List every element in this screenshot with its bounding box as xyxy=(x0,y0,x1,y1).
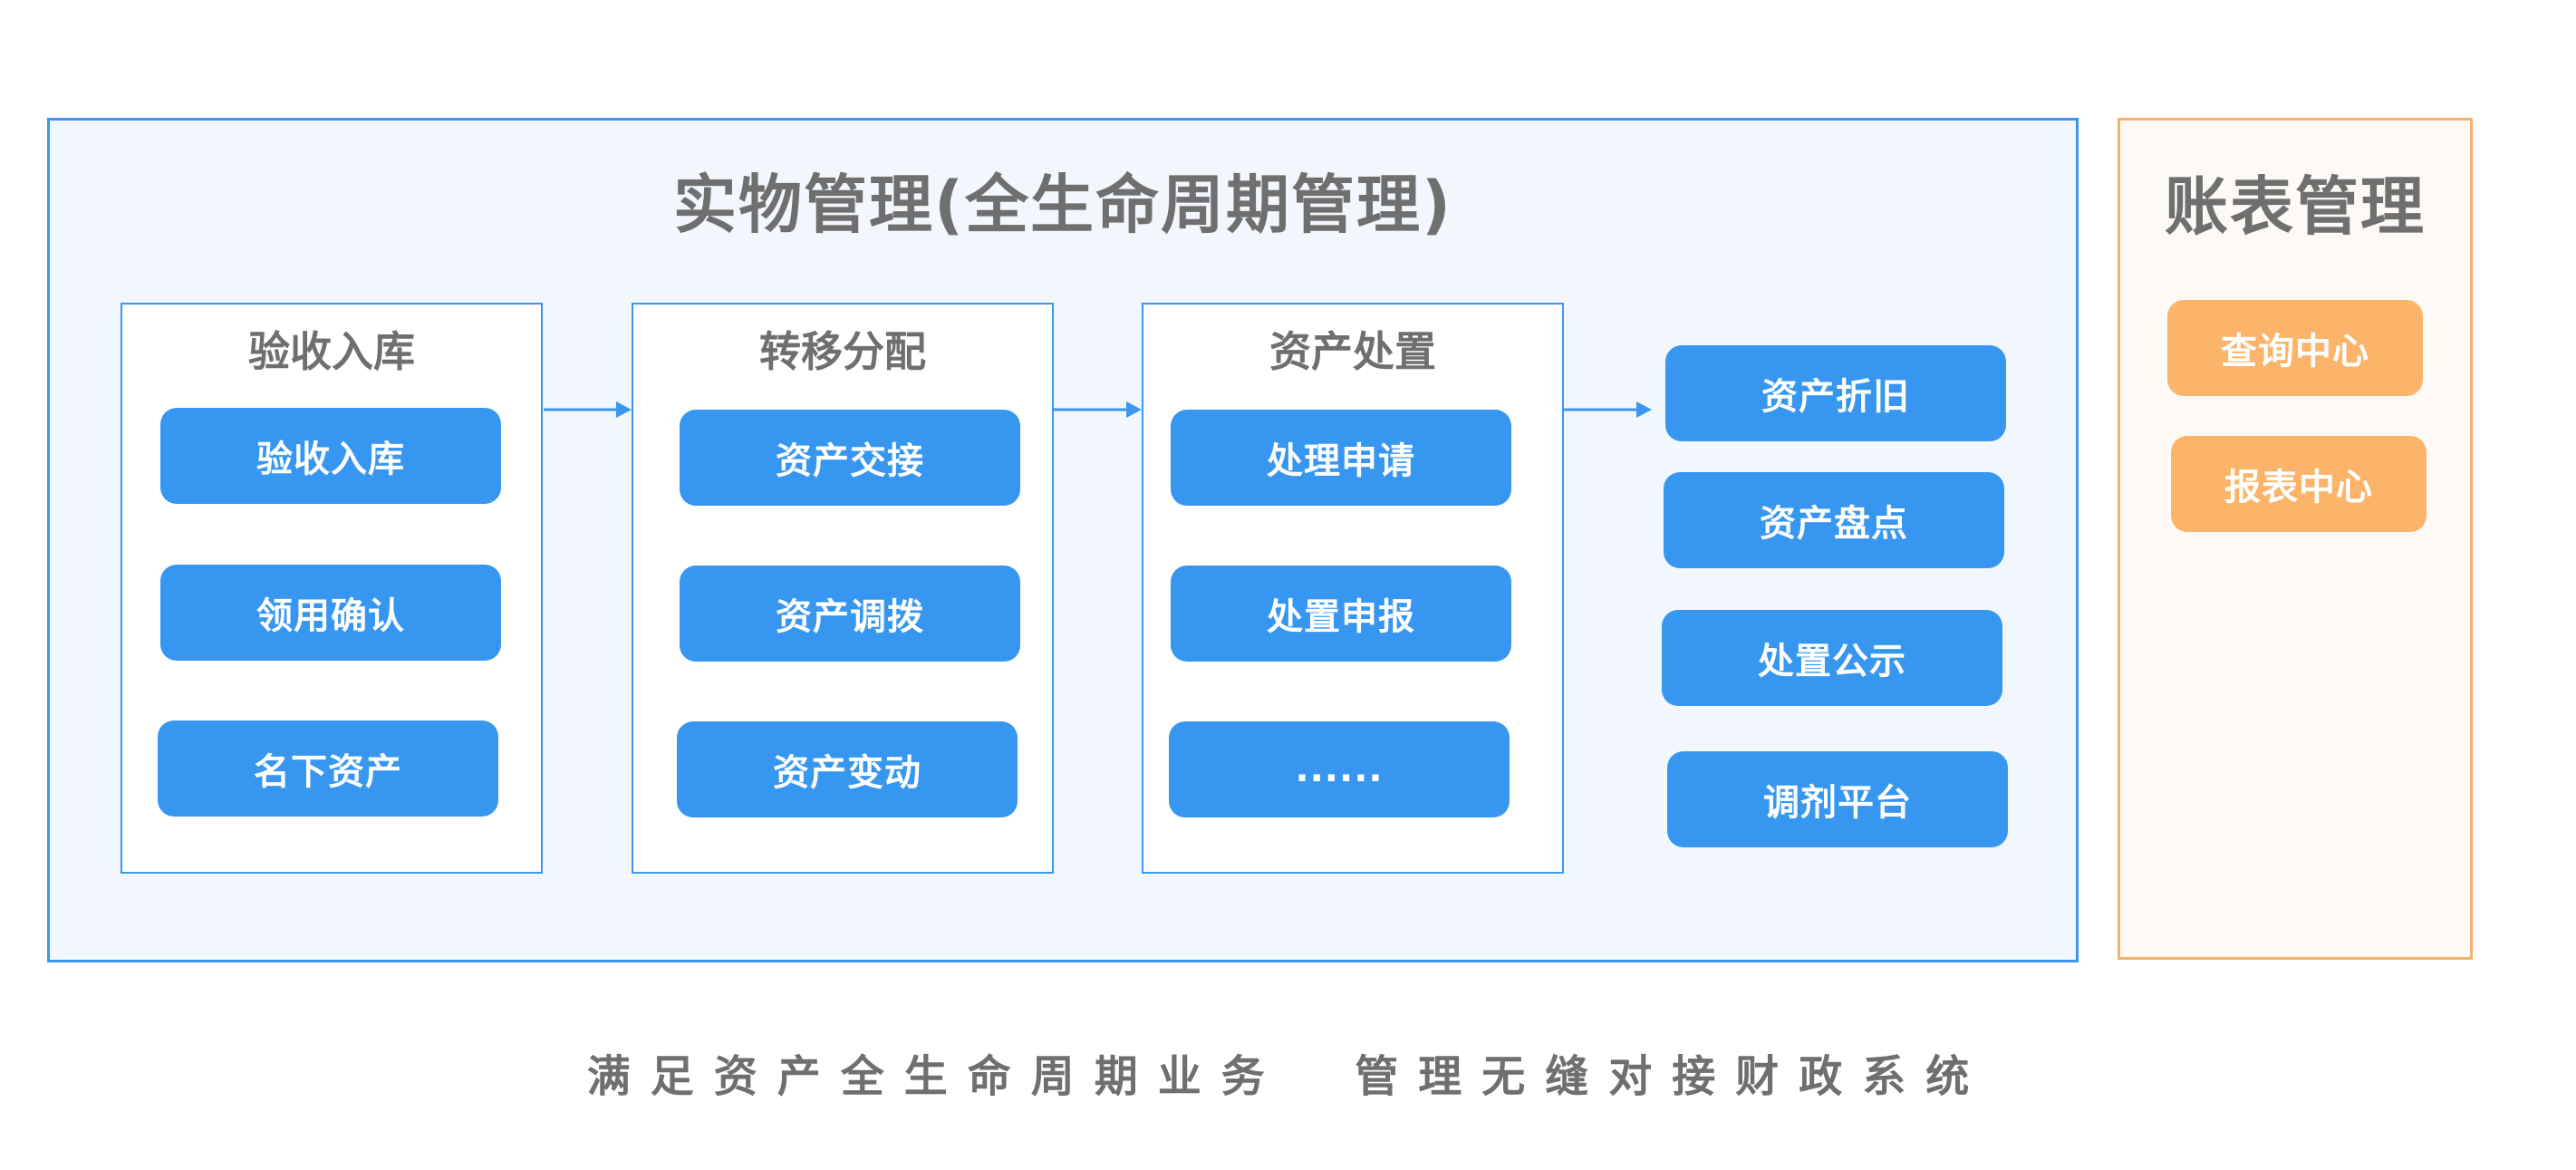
requisition-confirm-button[interactable]: 领用确认 xyxy=(160,565,501,661)
acceptance-storage-button[interactable]: 验收入库 xyxy=(160,408,501,504)
asset-change-button[interactable]: 资产变动 xyxy=(677,721,1018,817)
ledger-management-title: 账表管理 xyxy=(2165,169,2426,244)
asset-allocation-button[interactable]: 资产调拨 xyxy=(680,566,1020,662)
disposal-application-button[interactable]: 处理申请 xyxy=(1171,410,1511,506)
asset-handover-button[interactable]: 资产交接 xyxy=(680,410,1020,506)
physical-management-title: 实物管理(全生命周期管理) xyxy=(673,168,1452,242)
stage-transfer-title: 转移分配 xyxy=(759,327,926,376)
report-center-button[interactable]: 报表中心 xyxy=(2171,436,2426,532)
footer-tagline: 满足资产全生命周期业务 管理无缝对接财政系统 xyxy=(586,1051,1990,1102)
ledger-management-panel xyxy=(2118,118,2473,960)
disposal-declaration-button[interactable]: 处置申报 xyxy=(1171,566,1511,662)
stage-acceptance-title: 验收入库 xyxy=(248,327,415,376)
asset-inventory-button[interactable]: 资产盘点 xyxy=(1664,472,2004,568)
owned-assets-button[interactable]: 名下资产 xyxy=(158,720,498,817)
stage-disposal-title: 资产处置 xyxy=(1269,327,1436,376)
adjustment-platform-button[interactable]: 调剂平台 xyxy=(1667,751,2008,847)
disposal-announcement-button[interactable]: 处置公示 xyxy=(1662,610,2002,706)
query-center-button[interactable]: 查询中心 xyxy=(2167,300,2423,396)
more-disposal-button[interactable]: ...... xyxy=(1169,721,1510,817)
asset-depreciation-button[interactable]: 资产折旧 xyxy=(1665,345,2006,441)
